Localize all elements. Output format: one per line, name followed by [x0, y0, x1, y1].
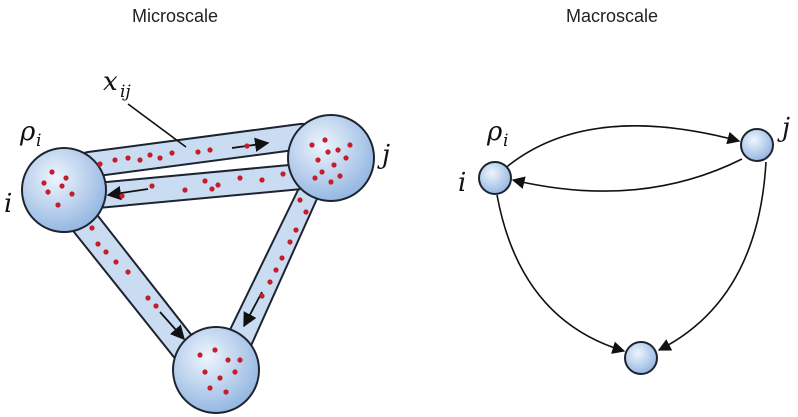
svg-text:ρ: ρ — [486, 117, 503, 147]
particle — [347, 142, 353, 148]
svg-text:x: x — [103, 67, 118, 97]
particle — [309, 142, 315, 148]
macro-density-label: ρ i — [486, 117, 508, 151]
micro-node-j-label: j — [377, 140, 390, 170]
macro-node-j — [740, 128, 774, 162]
svg-text:ρ: ρ — [19, 117, 36, 147]
particle — [297, 197, 303, 203]
particle — [202, 178, 208, 184]
particle — [41, 180, 47, 186]
particle — [149, 183, 155, 189]
particle — [328, 179, 334, 185]
particle — [223, 389, 229, 395]
particle — [287, 239, 293, 245]
micro-node-bottom — [172, 326, 260, 414]
particle — [331, 162, 337, 168]
particle — [337, 173, 343, 179]
particle — [232, 369, 238, 375]
macro-node-i — [478, 161, 512, 195]
particle — [322, 137, 328, 143]
micro-node-i-label: i — [4, 189, 12, 219]
micro-density-label: ρ i — [19, 117, 41, 151]
macro-edge-j-to-bottom — [657, 161, 767, 351]
particle — [273, 267, 279, 273]
particle — [69, 191, 75, 197]
microscale-title: Microscale — [132, 6, 218, 26]
particle — [237, 357, 243, 363]
particle — [169, 150, 175, 156]
macro-node-i-label: i — [458, 168, 466, 198]
particle — [259, 293, 265, 299]
particle — [267, 279, 273, 285]
particle — [55, 202, 61, 208]
particle — [335, 147, 341, 153]
particle — [195, 149, 201, 155]
particle — [209, 186, 215, 192]
particle — [279, 255, 285, 261]
particle — [237, 175, 243, 181]
particle — [319, 169, 325, 175]
macro-edge-i-to-bottom — [496, 194, 626, 354]
macro-node-bottom — [624, 341, 658, 375]
particle — [325, 149, 331, 155]
microscale-panel: Microscale ρ — [4, 6, 390, 414]
particle — [182, 187, 188, 193]
particle — [95, 241, 101, 247]
flow-label-pointer — [127, 103, 187, 148]
particle — [113, 259, 119, 265]
macro-edge-j-to-i — [511, 158, 743, 192]
particle — [59, 183, 65, 189]
svg-text:i: i — [503, 131, 508, 151]
particle — [259, 177, 265, 183]
particle — [207, 385, 213, 391]
particle — [119, 193, 125, 199]
micro-node-j — [287, 114, 375, 202]
particle — [103, 249, 109, 255]
particle — [125, 155, 131, 161]
particle — [217, 375, 223, 381]
particle — [225, 357, 231, 363]
particle — [315, 157, 321, 163]
macroscale-panel: Macroscale ρ i i j — [458, 6, 790, 375]
particle — [312, 175, 318, 181]
particle — [215, 182, 221, 188]
particle — [212, 347, 218, 353]
particle — [49, 169, 55, 175]
particle — [202, 369, 208, 375]
particle — [207, 147, 213, 153]
particle — [112, 157, 118, 163]
particle — [293, 227, 299, 233]
particle — [147, 152, 153, 158]
macroscale-title: Macroscale — [566, 6, 658, 26]
macro-node-j-label: j — [777, 113, 790, 143]
particle — [63, 175, 69, 181]
particles — [41, 137, 353, 395]
particle — [157, 155, 163, 161]
particle — [280, 171, 286, 177]
particle — [303, 209, 309, 215]
particle — [125, 269, 131, 275]
particle — [145, 295, 151, 301]
particle — [197, 352, 203, 358]
micro-flow-arrows — [106, 137, 270, 341]
particle — [137, 157, 143, 163]
macro-edge-i-to-j — [502, 125, 741, 171]
particle — [343, 155, 349, 161]
micro-flow-label: x ij — [103, 67, 131, 102]
svg-text:i: i — [36, 131, 41, 151]
particle — [153, 303, 159, 309]
particle — [244, 143, 250, 149]
particle — [97, 161, 103, 167]
particle — [89, 225, 95, 231]
svg-text:ij: ij — [120, 82, 131, 102]
micro-node-i — [21, 147, 107, 233]
particle — [45, 189, 51, 195]
